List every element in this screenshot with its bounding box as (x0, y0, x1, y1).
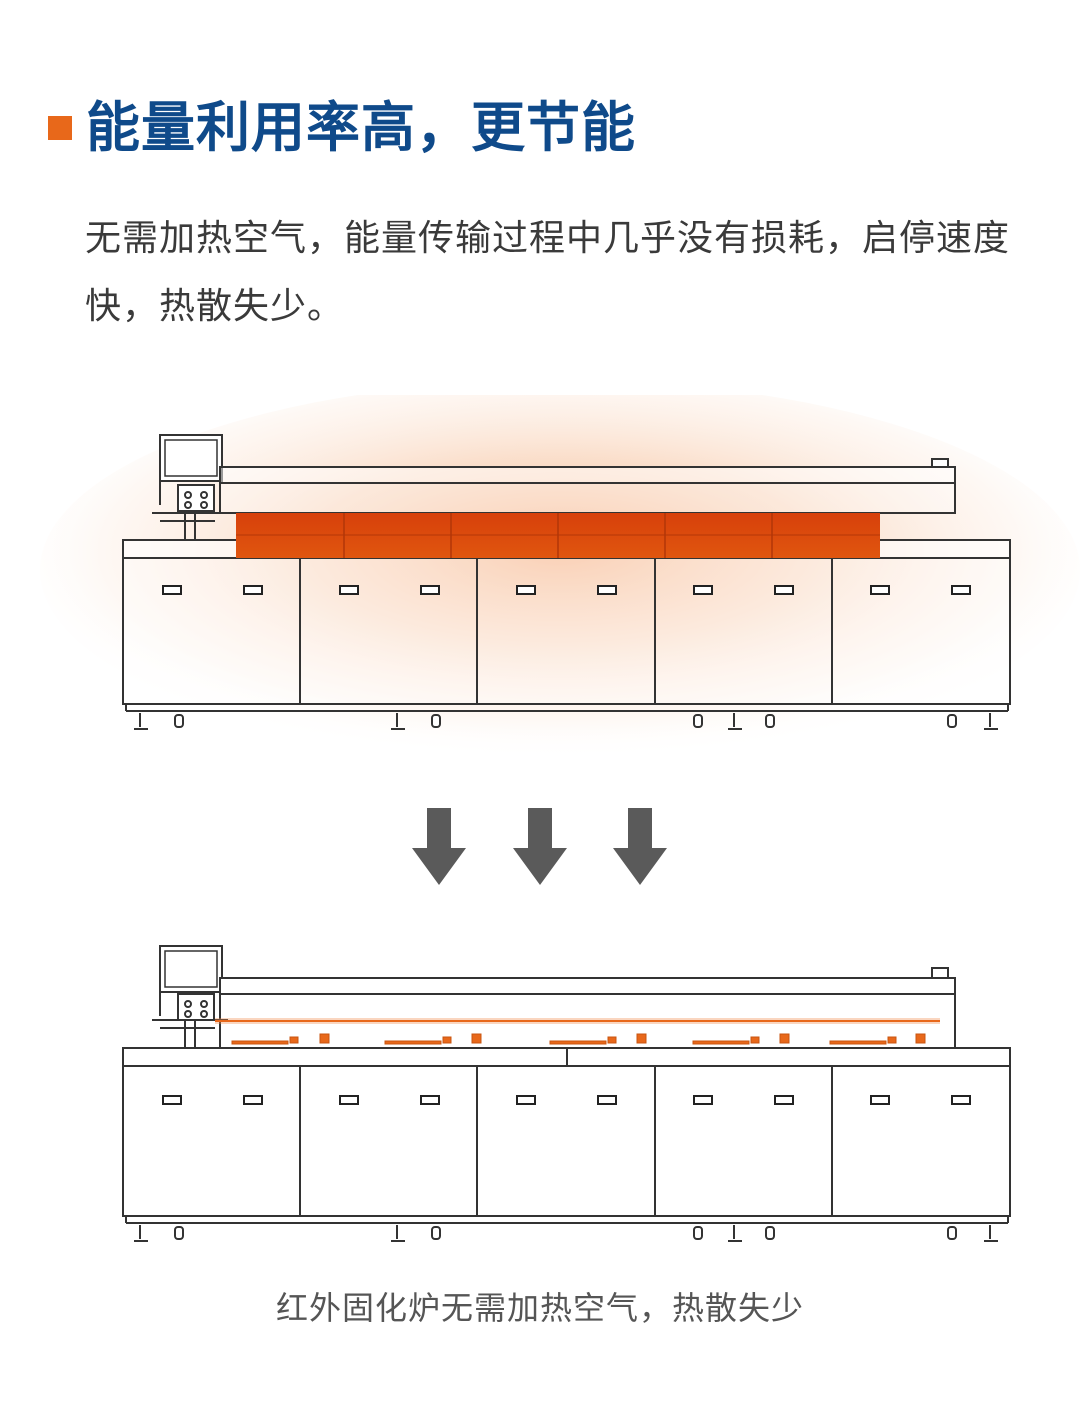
oven-machine (122, 945, 1011, 1224)
chamber-heated-zones (236, 513, 880, 558)
page-title: 能量利用率高，更节能 (86, 96, 636, 159)
figure-caption: 红外固化炉无需加热空气，热散失少 (275, 1289, 804, 1327)
down-arrow-icon (513, 808, 567, 885)
infrared-curing-oven-icon (122, 945, 1011, 1242)
description-text: 无需加热空气，能量传输过程中几乎没有损耗，启停速度快，热散失少。 (85, 218, 1011, 327)
down-arrows (412, 808, 667, 885)
machine-feet (134, 713, 998, 730)
cabinet-handles (162, 585, 971, 595)
pcb-boards (231, 1033, 926, 1045)
section-header: 能量利用率高，更节能 (48, 88, 636, 168)
reflow-oven-hot-air-icon (40, 395, 1080, 755)
cabinet-handles (162, 1095, 971, 1105)
machine-feet (134, 1225, 998, 1242)
down-arrow-icon (412, 808, 466, 885)
oven-machine (122, 434, 1011, 712)
title-marker-square (48, 116, 72, 140)
down-arrow-icon (613, 808, 667, 885)
